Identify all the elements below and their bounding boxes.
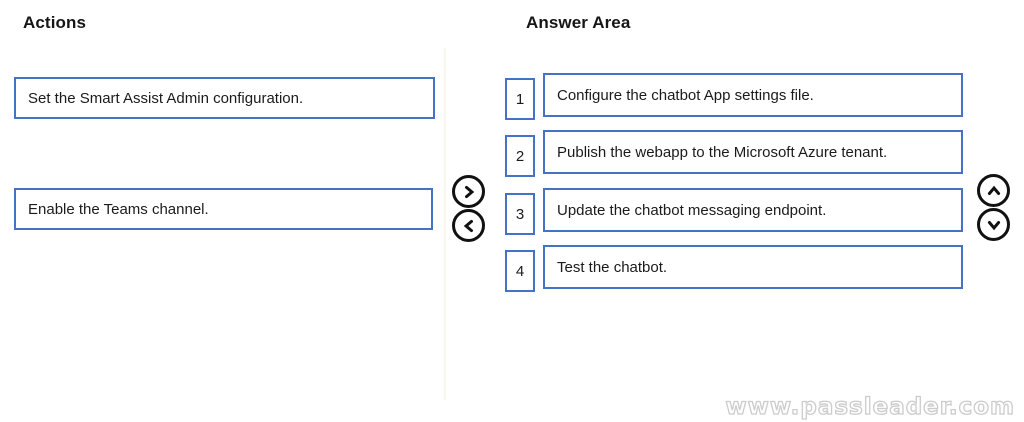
actions-panel-title: Actions xyxy=(23,13,87,32)
answer-item-label: Configure the chatbot App settings file. xyxy=(557,86,814,104)
answer-item-4[interactable]: Test the chatbot. xyxy=(543,245,963,289)
move-left-button[interactable] xyxy=(452,209,485,242)
answer-slot-number: 2 xyxy=(505,135,535,177)
chevron-right-icon xyxy=(464,185,474,198)
move-up-button[interactable] xyxy=(977,174,1010,207)
answer-slot-number: 3 xyxy=(505,193,535,235)
panel-divider xyxy=(444,48,446,400)
answer-area-title: Answer Area xyxy=(526,13,631,32)
answer-item-label: Test the chatbot. xyxy=(557,258,668,276)
chevron-down-icon xyxy=(987,220,1000,230)
action-item-label: Enable the Teams channel. xyxy=(28,200,209,218)
answer-slot-number: 1 xyxy=(505,78,535,120)
move-right-button[interactable] xyxy=(452,175,485,208)
chevron-up-icon xyxy=(987,185,1000,195)
action-item-smart-assist[interactable]: Set the Smart Assist Admin configuration… xyxy=(14,77,435,119)
action-item-label: Set the Smart Assist Admin configuration… xyxy=(28,89,304,107)
answer-item-3[interactable]: Update the chatbot messaging endpoint. xyxy=(543,188,963,232)
answer-slot-number: 4 xyxy=(505,250,535,292)
action-item-teams-channel[interactable]: Enable the Teams channel. xyxy=(14,188,433,230)
answer-item-label: Update the chatbot messaging endpoint. xyxy=(557,201,827,219)
move-down-button[interactable] xyxy=(977,208,1010,241)
chevron-left-icon xyxy=(463,219,473,232)
answer-item-label: Publish the webapp to the Microsoft Azur… xyxy=(557,143,888,161)
answer-item-2[interactable]: Publish the webapp to the Microsoft Azur… xyxy=(543,130,963,174)
watermark: www.passleader.com xyxy=(725,393,1015,420)
answer-item-1[interactable]: Configure the chatbot App settings file. xyxy=(543,73,963,117)
